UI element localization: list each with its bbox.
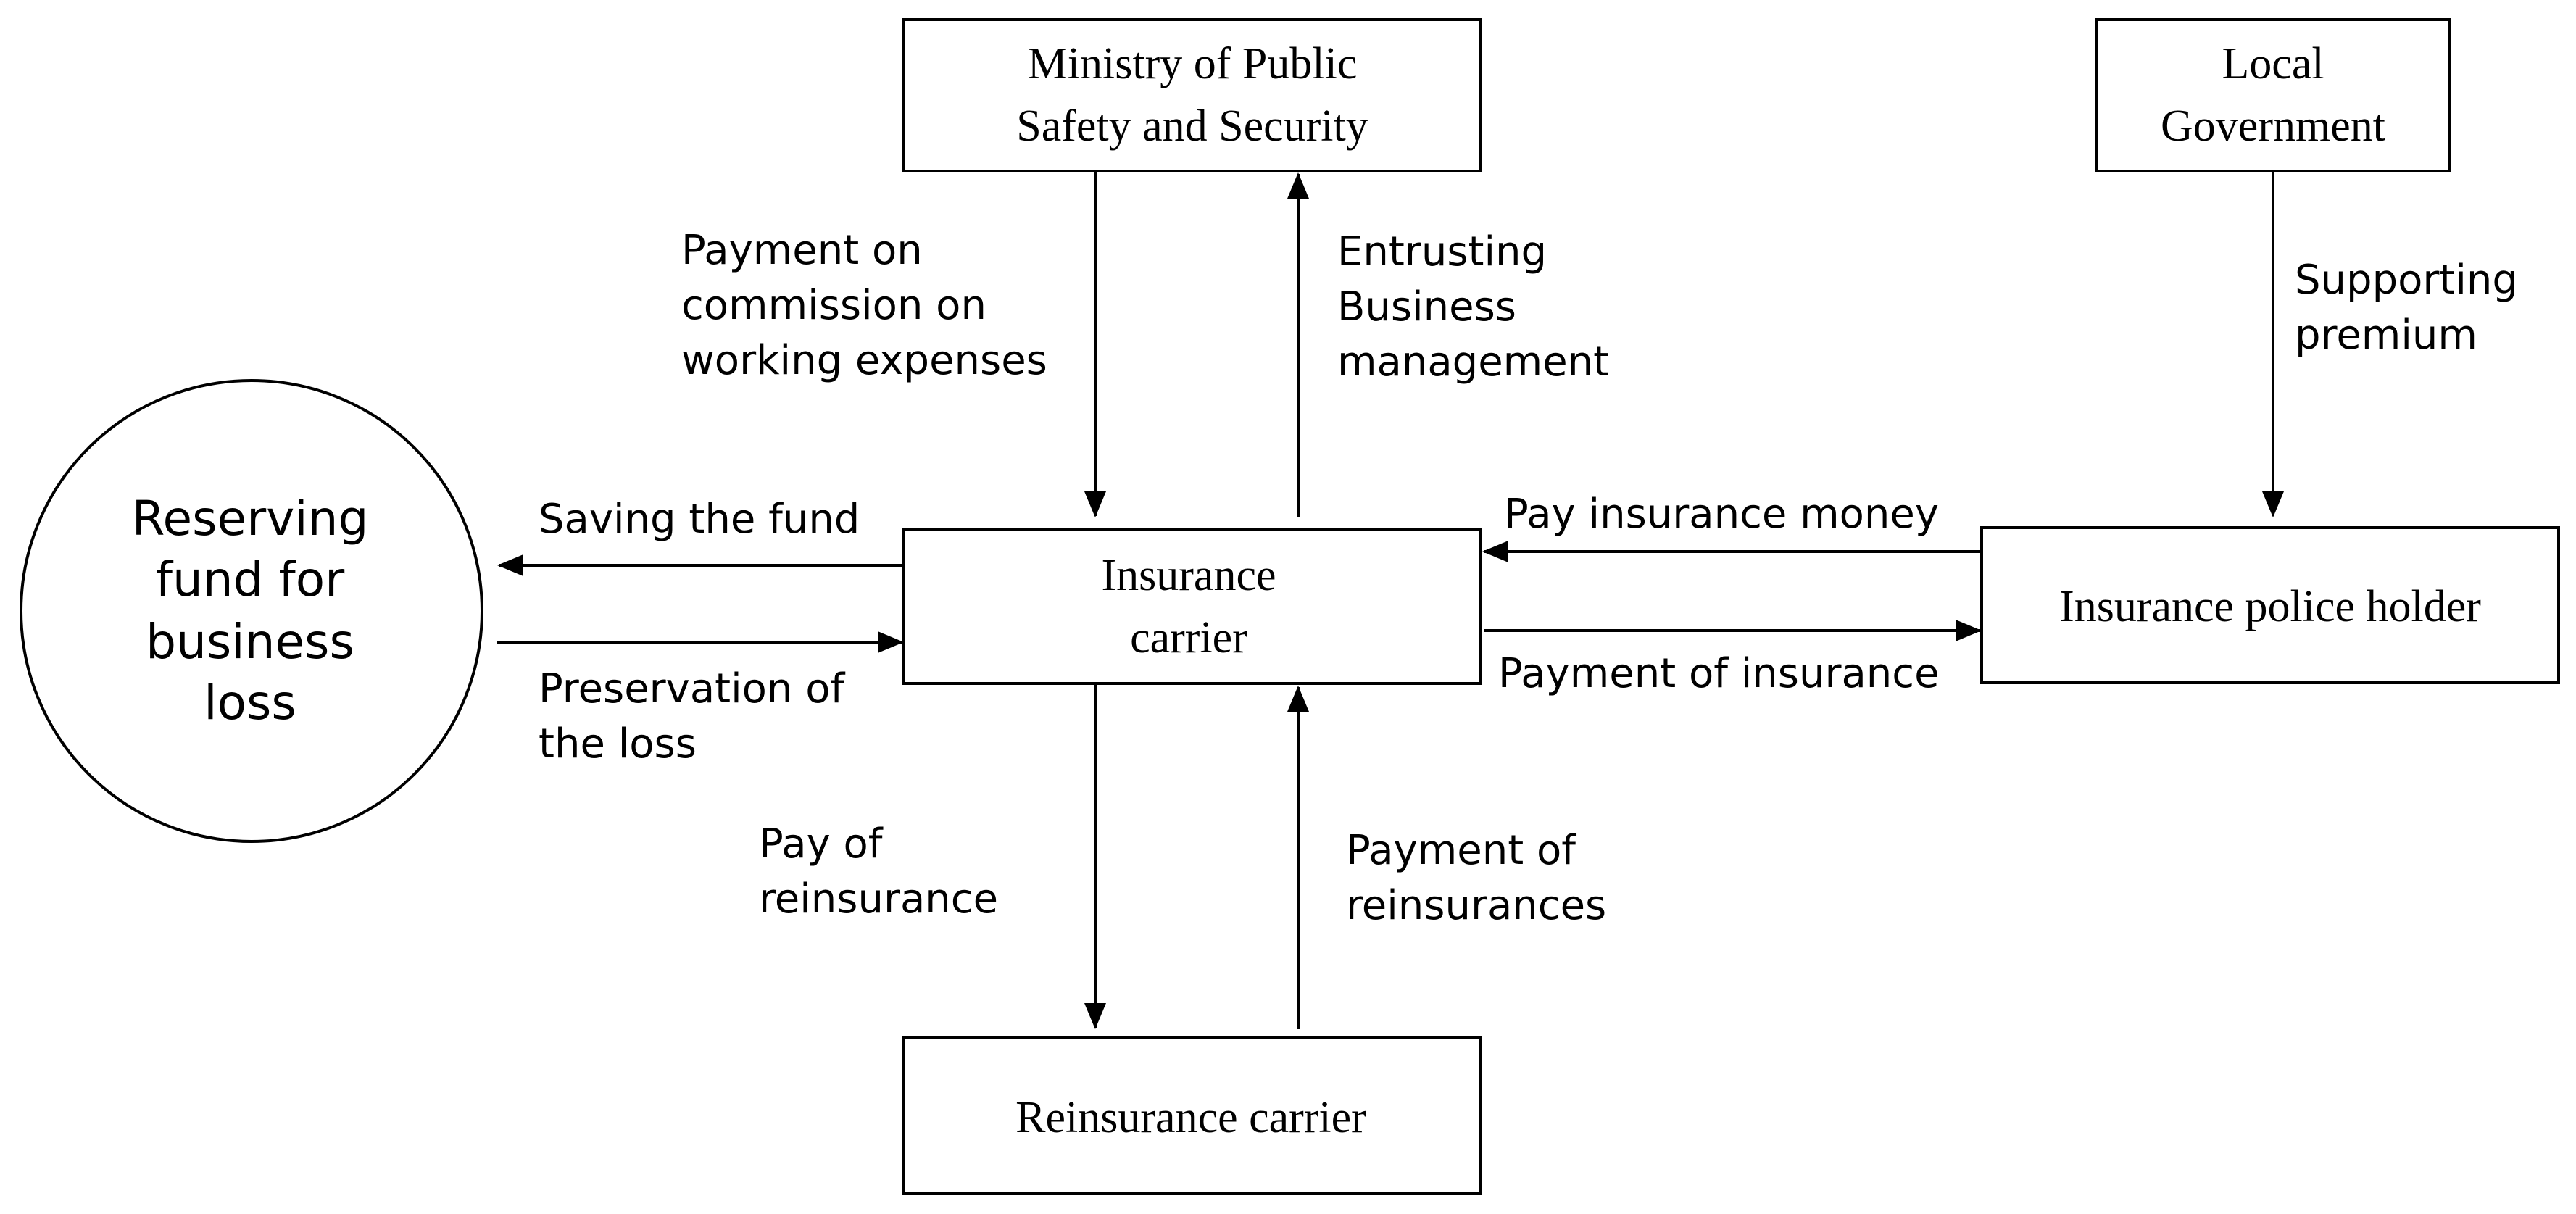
ministry-label-line1: Ministry of Public (1028, 39, 1358, 88)
pay-reinsurance-label: Pay of reinsurance (759, 820, 998, 923)
payment-commission-line3: working expenses (681, 337, 1047, 384)
supporting-premium-label: Supporting premium (2295, 257, 2518, 359)
reserving-fund-label-line3: business (146, 614, 354, 670)
payment-reinsurances-line1: Payment of (1346, 827, 1576, 874)
payment-reinsurances-line2: reinsurances (1346, 882, 1606, 929)
reinsurance-carrier-label: Reinsurance carrier (1015, 1093, 1366, 1142)
payment-of-insurance-label: Payment of insurance (1498, 650, 1940, 697)
reserving-fund-label-line1: Reserving (132, 491, 369, 546)
preservation-label: Preservation of the loss (539, 665, 845, 768)
local-government-label-line1: Local (2222, 39, 2324, 88)
entrusting-line3: management (1337, 338, 1609, 386)
entrusting-line1: Entrusting (1337, 228, 1547, 275)
entrusting-label: Entrusting Business management (1337, 228, 1609, 386)
local-government-label-line2: Government (2161, 101, 2385, 151)
payment-reinsurances-label: Payment of reinsurances (1346, 827, 1606, 929)
reserving-fund-circle: Reserving fund for business loss (20, 379, 483, 843)
payment-commission-label: Payment on commission on working expense… (681, 227, 1047, 384)
saving-fund-label: Saving the fund (539, 496, 860, 543)
pay-insurance-money-label: Pay insurance money (1504, 491, 1939, 538)
policy-holder-box: Insurance police holder (1980, 526, 2560, 684)
reinsurance-carrier-box: Reinsurance carrier (902, 1036, 1482, 1195)
preservation-line2: the loss (539, 720, 697, 768)
payment-commission-line2: commission on (681, 282, 986, 329)
policy-holder-label: Insurance police holder (2059, 582, 2481, 631)
supporting-premium-line1: Supporting (2295, 257, 2518, 304)
reserving-fund-label-line4: loss (204, 675, 296, 731)
insurance-carrier-box: Insurance carrier (902, 528, 1482, 685)
insurance-carrier-label-line1: Insurance (1102, 551, 1276, 600)
local-government-box: Local Government (2095, 18, 2451, 172)
ministry-box: Ministry of Public Safety and Security (902, 18, 1482, 172)
supporting-premium-line2: premium (2295, 312, 2477, 359)
preservation-line1: Preservation of (539, 665, 845, 712)
entrusting-line2: Business (1337, 283, 1516, 330)
ministry-label-line2: Safety and Security (1016, 101, 1368, 151)
payment-commission-line1: Payment on (681, 227, 923, 274)
pay-reinsurance-line2: reinsurance (759, 876, 998, 923)
pay-reinsurance-line1: Pay of (759, 820, 884, 868)
insurance-carrier-label-line2: carrier (1130, 613, 1247, 662)
reserving-fund-label-line2: fund for (156, 552, 345, 607)
